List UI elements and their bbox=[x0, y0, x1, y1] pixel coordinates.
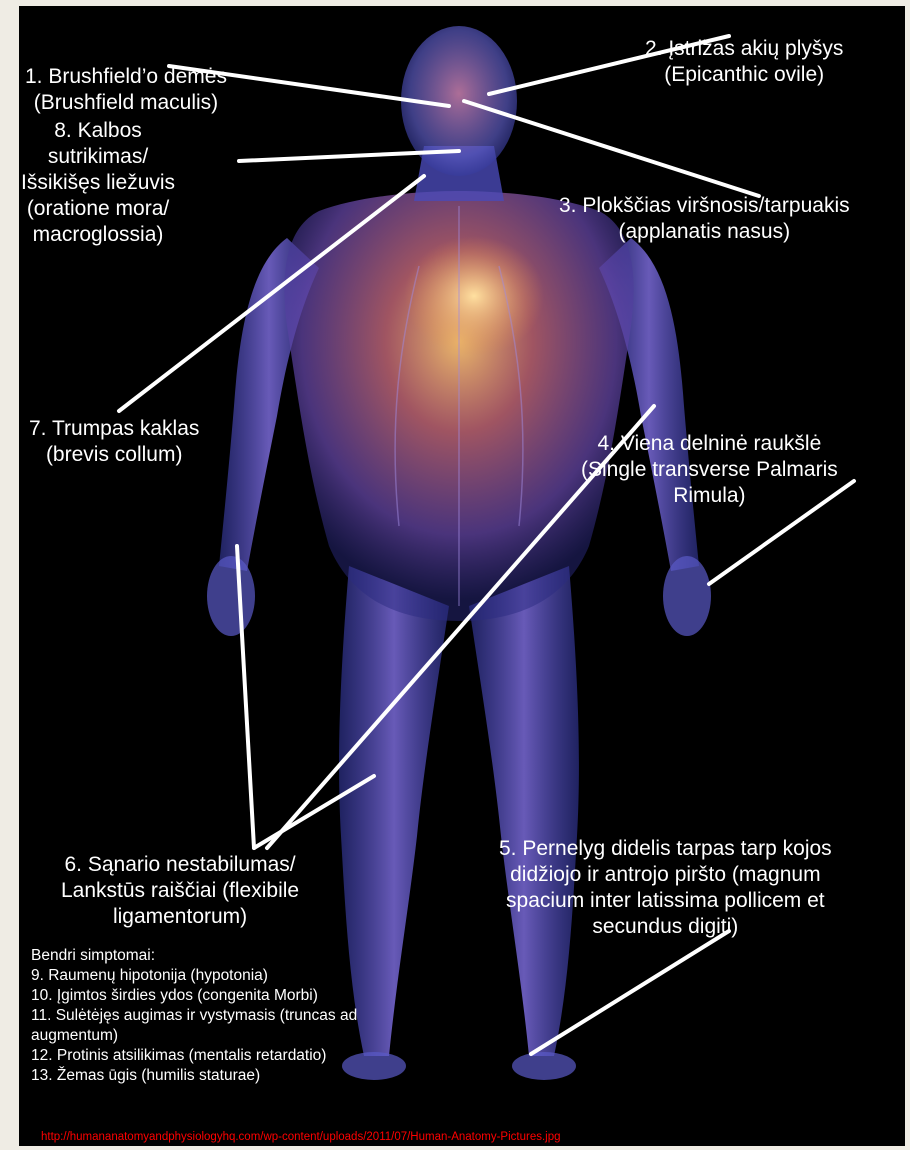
image-source-url: http://humananatomyandphysiologyhq.com/w… bbox=[41, 1131, 561, 1143]
common-symptom-item: 12. Protinis atsilikimas (mentalis retar… bbox=[31, 1046, 357, 1066]
label-4-line-3: Rimula) bbox=[581, 483, 838, 509]
label-6-line-3: ligamentorum) bbox=[61, 904, 299, 930]
label-8-line-4: (oratione mora/ bbox=[21, 196, 175, 222]
common-symptom-item: 13. Žemas ūgis (humilis staturae) bbox=[31, 1066, 357, 1086]
label-3-line-1: 3. Plokščias viršnosis/tarpuakis bbox=[559, 193, 850, 219]
label-epicanthic-fold: 2. Įstrižas akių plyšys (Epicanthic ovil… bbox=[645, 36, 843, 88]
anatomy-panel: 1. Brushfield’o dėmės (Brushfield maculi… bbox=[19, 6, 905, 1146]
label-5-line-1: 5. Pernelyg didelis tarpas tarp kojos bbox=[499, 836, 832, 862]
label-5-line-2: didžiojo ir antrojo piršto (magnum bbox=[499, 862, 832, 888]
label-1-line-2: (Brushfield maculis) bbox=[25, 90, 227, 116]
label-1-line-1: 1. Brushfield’o dėmės bbox=[25, 64, 227, 90]
common-symptom-item: 11. Sulėtėjęs augimas ir vystymasis (tru… bbox=[31, 1006, 357, 1026]
common-symptom-item: 9. Raumenų hipotonija (hypotonia) bbox=[31, 966, 357, 986]
label-4-line-1: 4. Viena delninė raukšlė bbox=[581, 431, 838, 457]
common-symptoms-title: Bendri simptomai: bbox=[31, 946, 357, 966]
label-8-line-5: macroglossia) bbox=[21, 222, 175, 248]
label-6-line-1: 6. Sąnario nestabilumas/ bbox=[61, 852, 299, 878]
common-symptom-item: 10. Įgimtos širdies ydos (congenita Morb… bbox=[31, 986, 357, 1006]
label-8-line-3: Išsikišęs liežuvis bbox=[21, 170, 175, 196]
label-8-line-2: sutrikimas/ bbox=[21, 144, 175, 170]
label-short-neck: 7. Trumpas kaklas (brevis collum) bbox=[29, 416, 199, 468]
label-sandal-gap: 5. Pernelyg didelis tarpas tarp kojos di… bbox=[499, 836, 832, 940]
label-speech-disorder: 8. Kalbos sutrikimas/ Išsikišęs liežuvis… bbox=[21, 118, 175, 248]
label-3-line-2: (applanatis nasus) bbox=[559, 219, 850, 245]
leader-line-3 bbox=[464, 101, 759, 196]
label-6-line-2: Lankstūs raiščiai (flexibile bbox=[61, 878, 299, 904]
label-4-line-2: (Single transverse Palmaris bbox=[581, 457, 838, 483]
common-symptom-item: augmentum) bbox=[31, 1026, 357, 1046]
label-5-line-4: secundus digiti) bbox=[499, 914, 832, 940]
label-7-line-1: 7. Trumpas kaklas bbox=[29, 416, 199, 442]
label-7-line-2: (brevis collum) bbox=[29, 442, 199, 468]
label-single-palmar-crease: 4. Viena delninė raukšlė (Single transve… bbox=[581, 431, 838, 509]
label-8-line-1: 8. Kalbos bbox=[21, 118, 175, 144]
common-symptoms-list: Bendri simptomai: 9. Raumenų hipotonija … bbox=[31, 946, 357, 1086]
label-2-line-2: (Epicanthic ovile) bbox=[645, 62, 843, 88]
label-joint-instability: 6. Sąnario nestabilumas/ Lankstūs raišči… bbox=[61, 852, 299, 930]
label-brushfield-spots: 1. Brushfield’o dėmės (Brushfield maculi… bbox=[25, 64, 227, 116]
label-flat-nasal-bridge: 3. Plokščias viršnosis/tarpuakis (applan… bbox=[559, 193, 850, 245]
label-5-line-3: spacium inter latissima pollicem et bbox=[499, 888, 832, 914]
label-2-line-1: 2. Įstrižas akių plyšys bbox=[645, 36, 843, 62]
